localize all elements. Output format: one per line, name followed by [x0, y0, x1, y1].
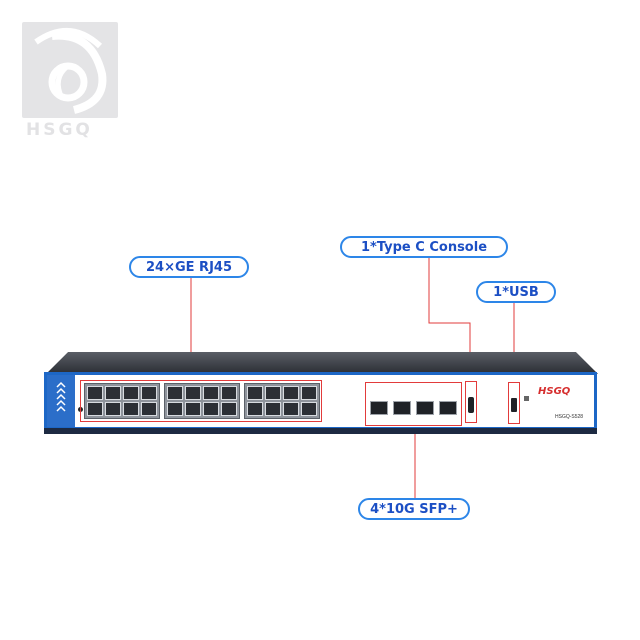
rj45-port: [167, 402, 183, 416]
switch-brand-label: HSGQ: [538, 386, 571, 397]
rj45-port: [265, 402, 281, 416]
console-highlight-box: [465, 381, 477, 423]
vent-chevrons-icon: [56, 381, 66, 412]
console-port: [468, 397, 474, 413]
rj45-port: [221, 402, 237, 416]
switch-chassis-top: [46, 352, 598, 374]
rj45-port: [123, 402, 139, 416]
switch-model-label: HSGQ-S528: [555, 414, 584, 420]
hsgq-logo-mark: [22, 22, 118, 118]
rj45-port: [167, 386, 183, 400]
rj45-port: [247, 402, 263, 416]
rj45-port: [221, 386, 237, 400]
switch-left-strip: [47, 375, 75, 427]
rj45-port: [87, 386, 103, 400]
rj45-port: [123, 386, 139, 400]
rj45-port: [283, 386, 299, 400]
watermark-logo-text: HSGQ: [26, 120, 93, 140]
console-callout: 1*Type C Console: [340, 236, 508, 258]
usb-callout: 1*USB: [476, 281, 556, 303]
status-led-icon: [524, 396, 529, 401]
sfp-port: [393, 401, 411, 415]
rj45-port: [87, 402, 103, 416]
rj45-port: [105, 386, 121, 400]
rj45-highlight-box: [80, 380, 322, 422]
rj45-port-group-1: [84, 383, 160, 419]
sfp-port: [416, 401, 434, 415]
rj45-port: [141, 386, 157, 400]
rj45-port: [203, 402, 219, 416]
logo-swirl-icon: [34, 27, 107, 114]
switch-chassis-bottom: [44, 428, 597, 434]
rj45-port: [301, 386, 317, 400]
usb-highlight-box: [508, 382, 520, 424]
sfp-callout: 4*10G SFP+: [358, 498, 470, 520]
rj45-port: [185, 402, 201, 416]
rj45-port: [105, 402, 121, 416]
sfp-highlight-box: [365, 382, 462, 426]
rj45-port: [141, 402, 157, 416]
rj45-callout: 24×GE RJ45: [129, 256, 249, 278]
sfp-port: [370, 401, 388, 415]
rj45-port: [301, 402, 317, 416]
sfp-port: [439, 401, 457, 415]
usb-port: [511, 398, 517, 412]
rj45-port-group-3: [244, 383, 320, 419]
console-leader-line: [428, 258, 471, 380]
rj45-port: [283, 402, 299, 416]
rj45-port: [265, 386, 281, 400]
rj45-port-group-2: [164, 383, 240, 419]
rj45-port: [247, 386, 263, 400]
rj45-port: [185, 386, 201, 400]
rj45-port: [203, 386, 219, 400]
